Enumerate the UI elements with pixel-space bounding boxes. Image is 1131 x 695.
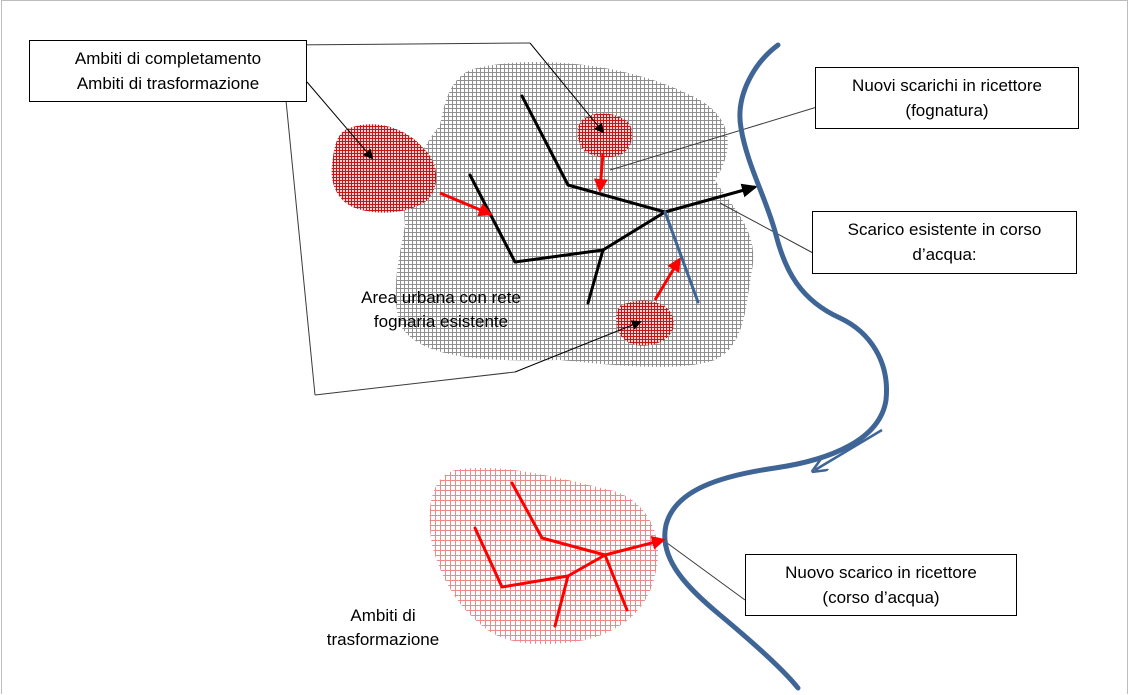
callout-new-watercourse-discharge: Nuovo scarico in ricettore (corso d’acqu… [745, 554, 1017, 616]
label-transformation-areas: Ambiti di trasformazione [318, 604, 448, 652]
label-urban-area: Area urbana con rete fognaria esistente [345, 286, 537, 334]
legend-arrow-bottom [514, 320, 642, 373]
callout-new-watercourse-line1: Nuovo scarico in ricettore [785, 563, 977, 582]
label-urban-area-line1: Area urbana con rete [361, 288, 521, 307]
existing-outfall-arrow [664, 183, 758, 214]
legend-arrow-left [306, 81, 374, 160]
new-sewer-network [473, 481, 629, 628]
red-arrow-bottom [653, 257, 681, 301]
legend-arrow-top [529, 42, 605, 134]
patch-top [577, 113, 633, 158]
label-urban-area-line2: fognaria esistente [373, 312, 509, 331]
callout-new-watercourse-line2: (corso d’acqua) [822, 588, 940, 607]
existing-sewer-network [468, 94, 667, 305]
existing-blue-branch [663, 210, 700, 304]
river [662, 42, 890, 691]
legend-line-trasformazione: Ambiti di trasformazione [76, 74, 260, 93]
new-outfall-arrow [604, 535, 666, 557]
patch-left [331, 124, 437, 213]
urban-area-shape [395, 62, 754, 367]
legend-box-ambiti: Ambiti di completamento Ambiti di trasfo… [29, 40, 307, 102]
red-arrow-left [439, 191, 493, 217]
flow-direction-arrow [815, 428, 883, 470]
red-arrow-top [593, 152, 608, 193]
leader-lines [282, 42, 841, 601]
label-transformation-line2: trasformazione [326, 630, 440, 649]
callout-new-sewer-line2: (fognatura) [905, 101, 989, 120]
patch-bottom [616, 300, 674, 346]
legend-line-completamento: Ambiti di completamento [74, 49, 262, 68]
callout-new-sewer-discharge: Nuovi scarichi in ricettore (fognatura) [815, 67, 1079, 129]
callout-new-sewer-line1: Nuovi scarichi in ricettore [852, 76, 1042, 95]
callout-existing-line2: d’acqua: [912, 245, 977, 264]
callout-existing-line1: Scarico esistente in corso [847, 220, 1042, 239]
callout-existing-discharge: Scarico esistente in corso d’acqua: [812, 211, 1077, 274]
transformation-area-shape [429, 467, 658, 645]
label-transformation-line1: Ambiti di [350, 606, 416, 625]
